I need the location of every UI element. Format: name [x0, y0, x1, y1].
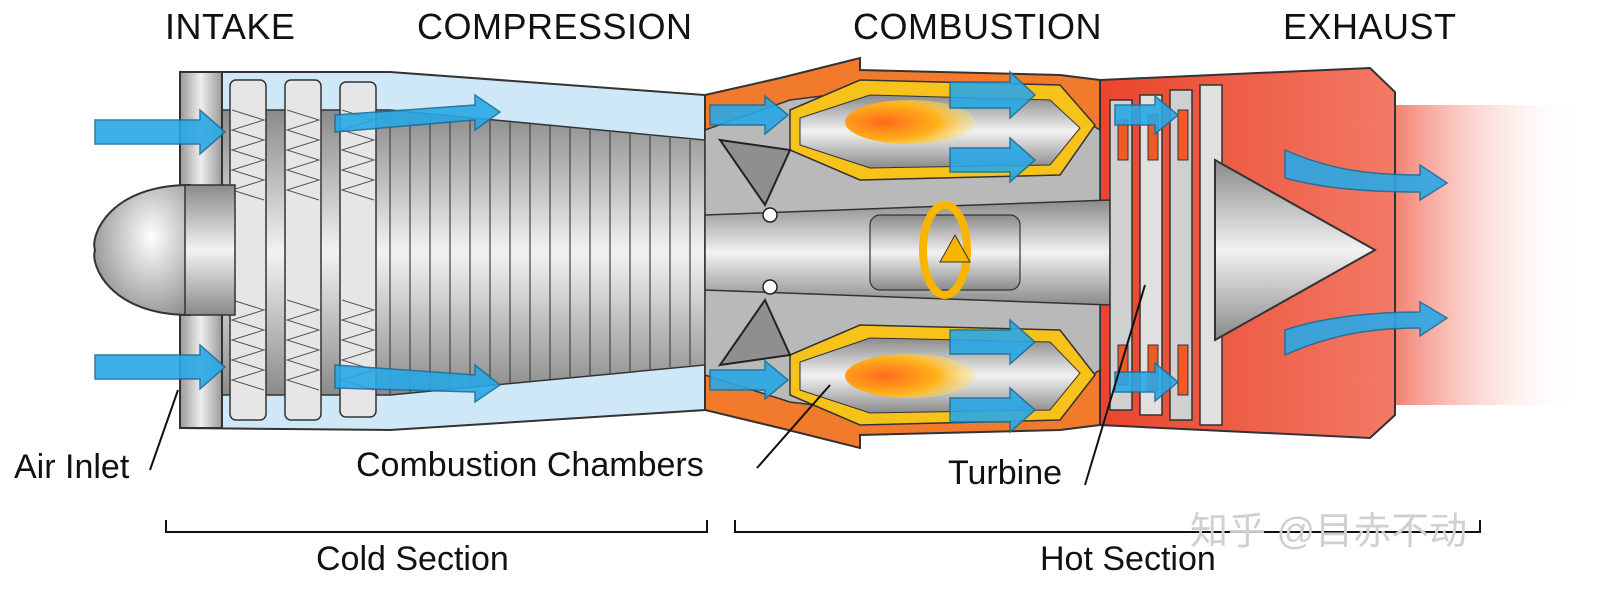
- bearing-bottom: [762, 279, 778, 295]
- nose-hub: [184, 184, 236, 316]
- stage-label-compression: COMPRESSION: [417, 6, 693, 47]
- airflow-arrow-icon: [1284, 148, 1449, 202]
- part-label-air-inlet: Air Inlet: [14, 448, 130, 486]
- rotation-arrow-icon: [919, 201, 971, 299]
- section-label-hot: Hot Section: [1040, 540, 1216, 578]
- support-frame-bottom: [717, 297, 792, 367]
- watermark-text: 知乎 @目赤不动: [1190, 511, 1468, 553]
- compressor-drum: [189, 109, 706, 396]
- part-label-turbine: Turbine: [948, 454, 1063, 492]
- airflow-arrow-icon: [94, 343, 227, 391]
- airflow-arrow-icon: [949, 136, 1037, 184]
- airflow-arrows: [94, 70, 1449, 434]
- nose-cone: [93, 183, 191, 317]
- airflow-arrow-icon: [1114, 361, 1180, 403]
- stage-label-intake: INTAKE: [165, 6, 296, 47]
- airflow-arrow-icon: [949, 318, 1037, 366]
- airflow-arrow-icon: [334, 93, 502, 133]
- airflow-arrow-icon: [949, 386, 1037, 434]
- turbine-disks: [1109, 84, 1223, 426]
- flame-bottom: [845, 354, 975, 398]
- exhaust-plume: [1360, 105, 1580, 405]
- airflow-arrow-icon: [709, 94, 790, 136]
- airflow-arrow-icon: [1114, 94, 1180, 136]
- bearing-top: [762, 207, 778, 223]
- exhaust-cone: [1214, 158, 1378, 342]
- flame-top: [845, 100, 975, 144]
- airflow-arrow-icon: [94, 108, 227, 156]
- intake-fan-blades: [229, 79, 377, 421]
- airflow-arrow-icon: [709, 359, 790, 401]
- hot-section-bracket: [734, 520, 1481, 533]
- section-label-cold: Cold Section: [316, 540, 509, 578]
- airflow-arrow-icon: [1284, 300, 1449, 357]
- airflow-arrow-icon: [949, 70, 1037, 120]
- cold-section-bracket: [165, 520, 708, 533]
- support-frame-top: [717, 138, 792, 208]
- compressor-blades: [389, 110, 691, 395]
- section-brackets: [165, 520, 1481, 533]
- leader-lines: [149, 284, 1146, 486]
- stage-label-combustion: COMBUSTION: [853, 6, 1103, 47]
- part-label-combustion-chambers: Combustion Chambers: [356, 446, 704, 484]
- airflow-arrow-icon: [334, 363, 502, 404]
- stage-label-exhaust: EXHAUST: [1283, 6, 1457, 47]
